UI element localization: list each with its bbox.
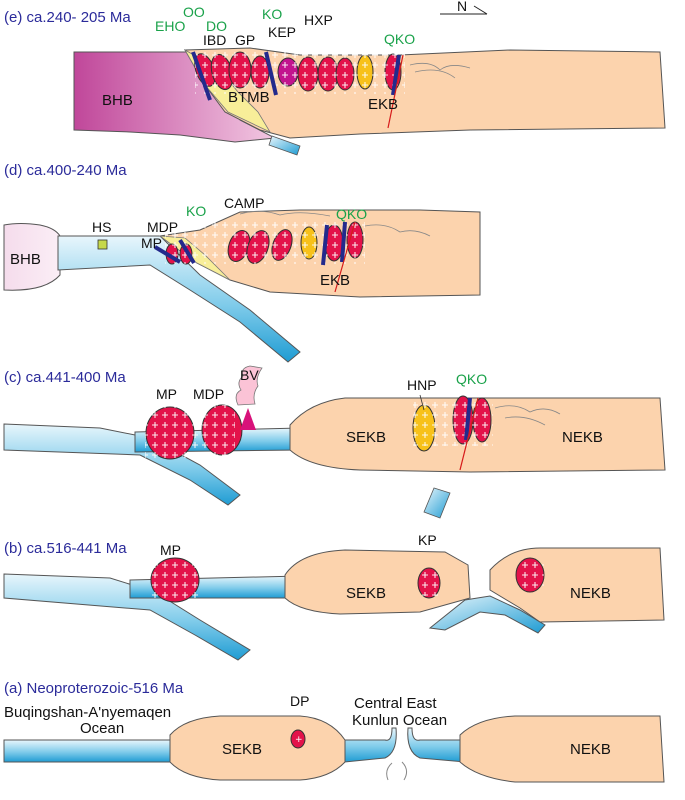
panel-a: (a) Neoproterozoic-516 Ma + Buqingshan-A… xyxy=(3,680,665,783)
label-ocean1: Buqingshan-A'nyemaqen xyxy=(4,704,171,721)
ocean-a-mid-right xyxy=(407,727,466,763)
dp-plus: + xyxy=(295,735,303,745)
fault-red-c xyxy=(459,397,479,471)
panel-b-title: (b) ca.516-441 Ma xyxy=(4,540,127,557)
upwelling-arrow-icon xyxy=(386,761,408,781)
folds-e xyxy=(409,62,471,79)
folds-c xyxy=(494,405,561,426)
label-sekb-b: SEKB xyxy=(346,585,386,602)
dp-pluton xyxy=(290,729,306,749)
label-nekb-b: NEKB xyxy=(570,585,611,602)
label-bhb: BHB xyxy=(102,92,133,109)
label-mdp: MDP xyxy=(147,219,178,235)
panel-b: (b) ca.516-441 Ma MP KP SEKB NEKB xyxy=(3,532,665,661)
label-mp: MP xyxy=(141,235,162,251)
fault-red-e xyxy=(387,54,404,129)
slab-fragment-c xyxy=(423,487,451,519)
label-kep: KEP xyxy=(268,24,296,40)
label-qko-c: QKO xyxy=(456,371,487,387)
label-qko: QKO xyxy=(384,31,415,47)
ocean-a-left xyxy=(3,739,175,763)
label-ekb-d: EKB xyxy=(320,272,350,289)
label-central2: Kunlun Ocean xyxy=(352,712,447,729)
ocean-ridge-b xyxy=(428,595,546,634)
fault-ko-d xyxy=(178,238,196,265)
ocean-slab-c xyxy=(3,423,241,506)
plutons-d xyxy=(165,221,365,265)
label-ekb: EKB xyxy=(368,96,398,113)
label-ocean2: Ocean xyxy=(80,720,124,737)
label-ibd: IBD xyxy=(203,32,226,48)
label-ko: KO xyxy=(262,6,282,22)
sekb-crust-b xyxy=(284,549,471,615)
plutons-e xyxy=(194,51,405,94)
panel-e-title: (e) ca.240- 205 Ma xyxy=(4,9,131,26)
label-nekb-c: NEKB xyxy=(562,429,603,446)
nekb-crust-a xyxy=(459,715,665,783)
ocean-a-mid-left xyxy=(344,727,397,763)
fault-qko-c xyxy=(464,397,472,441)
label-camp: CAMP xyxy=(224,195,264,211)
panel-a-title: (a) Neoproterozoic-516 Ma xyxy=(4,680,184,697)
plutons-b xyxy=(150,557,545,603)
label-hxp: HXP xyxy=(304,12,333,28)
bv-volcano-icon xyxy=(240,408,256,430)
label-bv: BV xyxy=(240,367,259,383)
label-mdp-c: MDP xyxy=(193,386,224,402)
fault-mp-d xyxy=(153,245,182,264)
hnp-leader xyxy=(419,394,425,411)
label-ko-d: KO xyxy=(186,203,206,219)
panel-d-title: (d) ca.400-240 Ma xyxy=(4,162,127,179)
bv-volcano-plume xyxy=(235,365,263,406)
label-qko-d: QKO xyxy=(336,206,367,222)
label-nekb-a: NEKB xyxy=(570,741,611,758)
label-hnp: HNP xyxy=(407,377,437,393)
label-kp: KP xyxy=(418,532,437,548)
north-arrow-icon: N xyxy=(440,0,488,15)
fault-eho xyxy=(191,51,212,101)
fault-red-d xyxy=(334,221,356,293)
panel-c: (c) ca.441-400 Ma MP MDP BV HNP QKO SEKB xyxy=(3,365,666,519)
label-do: DO xyxy=(206,18,227,34)
label-gp: GP xyxy=(235,32,255,48)
slab-fragment-e xyxy=(268,135,301,156)
panel-e: (e) ca.240- 205 Ma N xyxy=(4,0,666,156)
fault-qko2-d xyxy=(340,221,347,263)
label-mp-c: MP xyxy=(156,386,177,402)
label-dp: DP xyxy=(290,693,309,709)
label-bhb-d: BHB xyxy=(10,251,41,268)
panel-d: (d) ca.400-240 Ma HS MDP MP KO xyxy=(3,162,481,363)
north-label: N xyxy=(457,0,467,14)
fault-qko-d xyxy=(321,224,329,266)
label-mp-b: MP xyxy=(160,542,181,558)
label-sekb-c: SEKB xyxy=(346,429,386,446)
fault-ko xyxy=(264,51,278,96)
label-oo: OO xyxy=(183,4,205,20)
label-central1: Central East xyxy=(354,695,437,712)
label-btmb: BTMB xyxy=(228,89,270,106)
label-sekb-a: SEKB xyxy=(222,741,262,758)
label-eho: EHO xyxy=(155,18,185,34)
folds-d xyxy=(239,210,431,237)
hs-mark xyxy=(97,239,108,250)
label-hs: HS xyxy=(92,219,111,235)
fault-qko xyxy=(391,54,401,96)
bhb-block-d xyxy=(3,223,61,291)
panel-c-title: (c) ca.441-400 Ma xyxy=(4,369,126,386)
